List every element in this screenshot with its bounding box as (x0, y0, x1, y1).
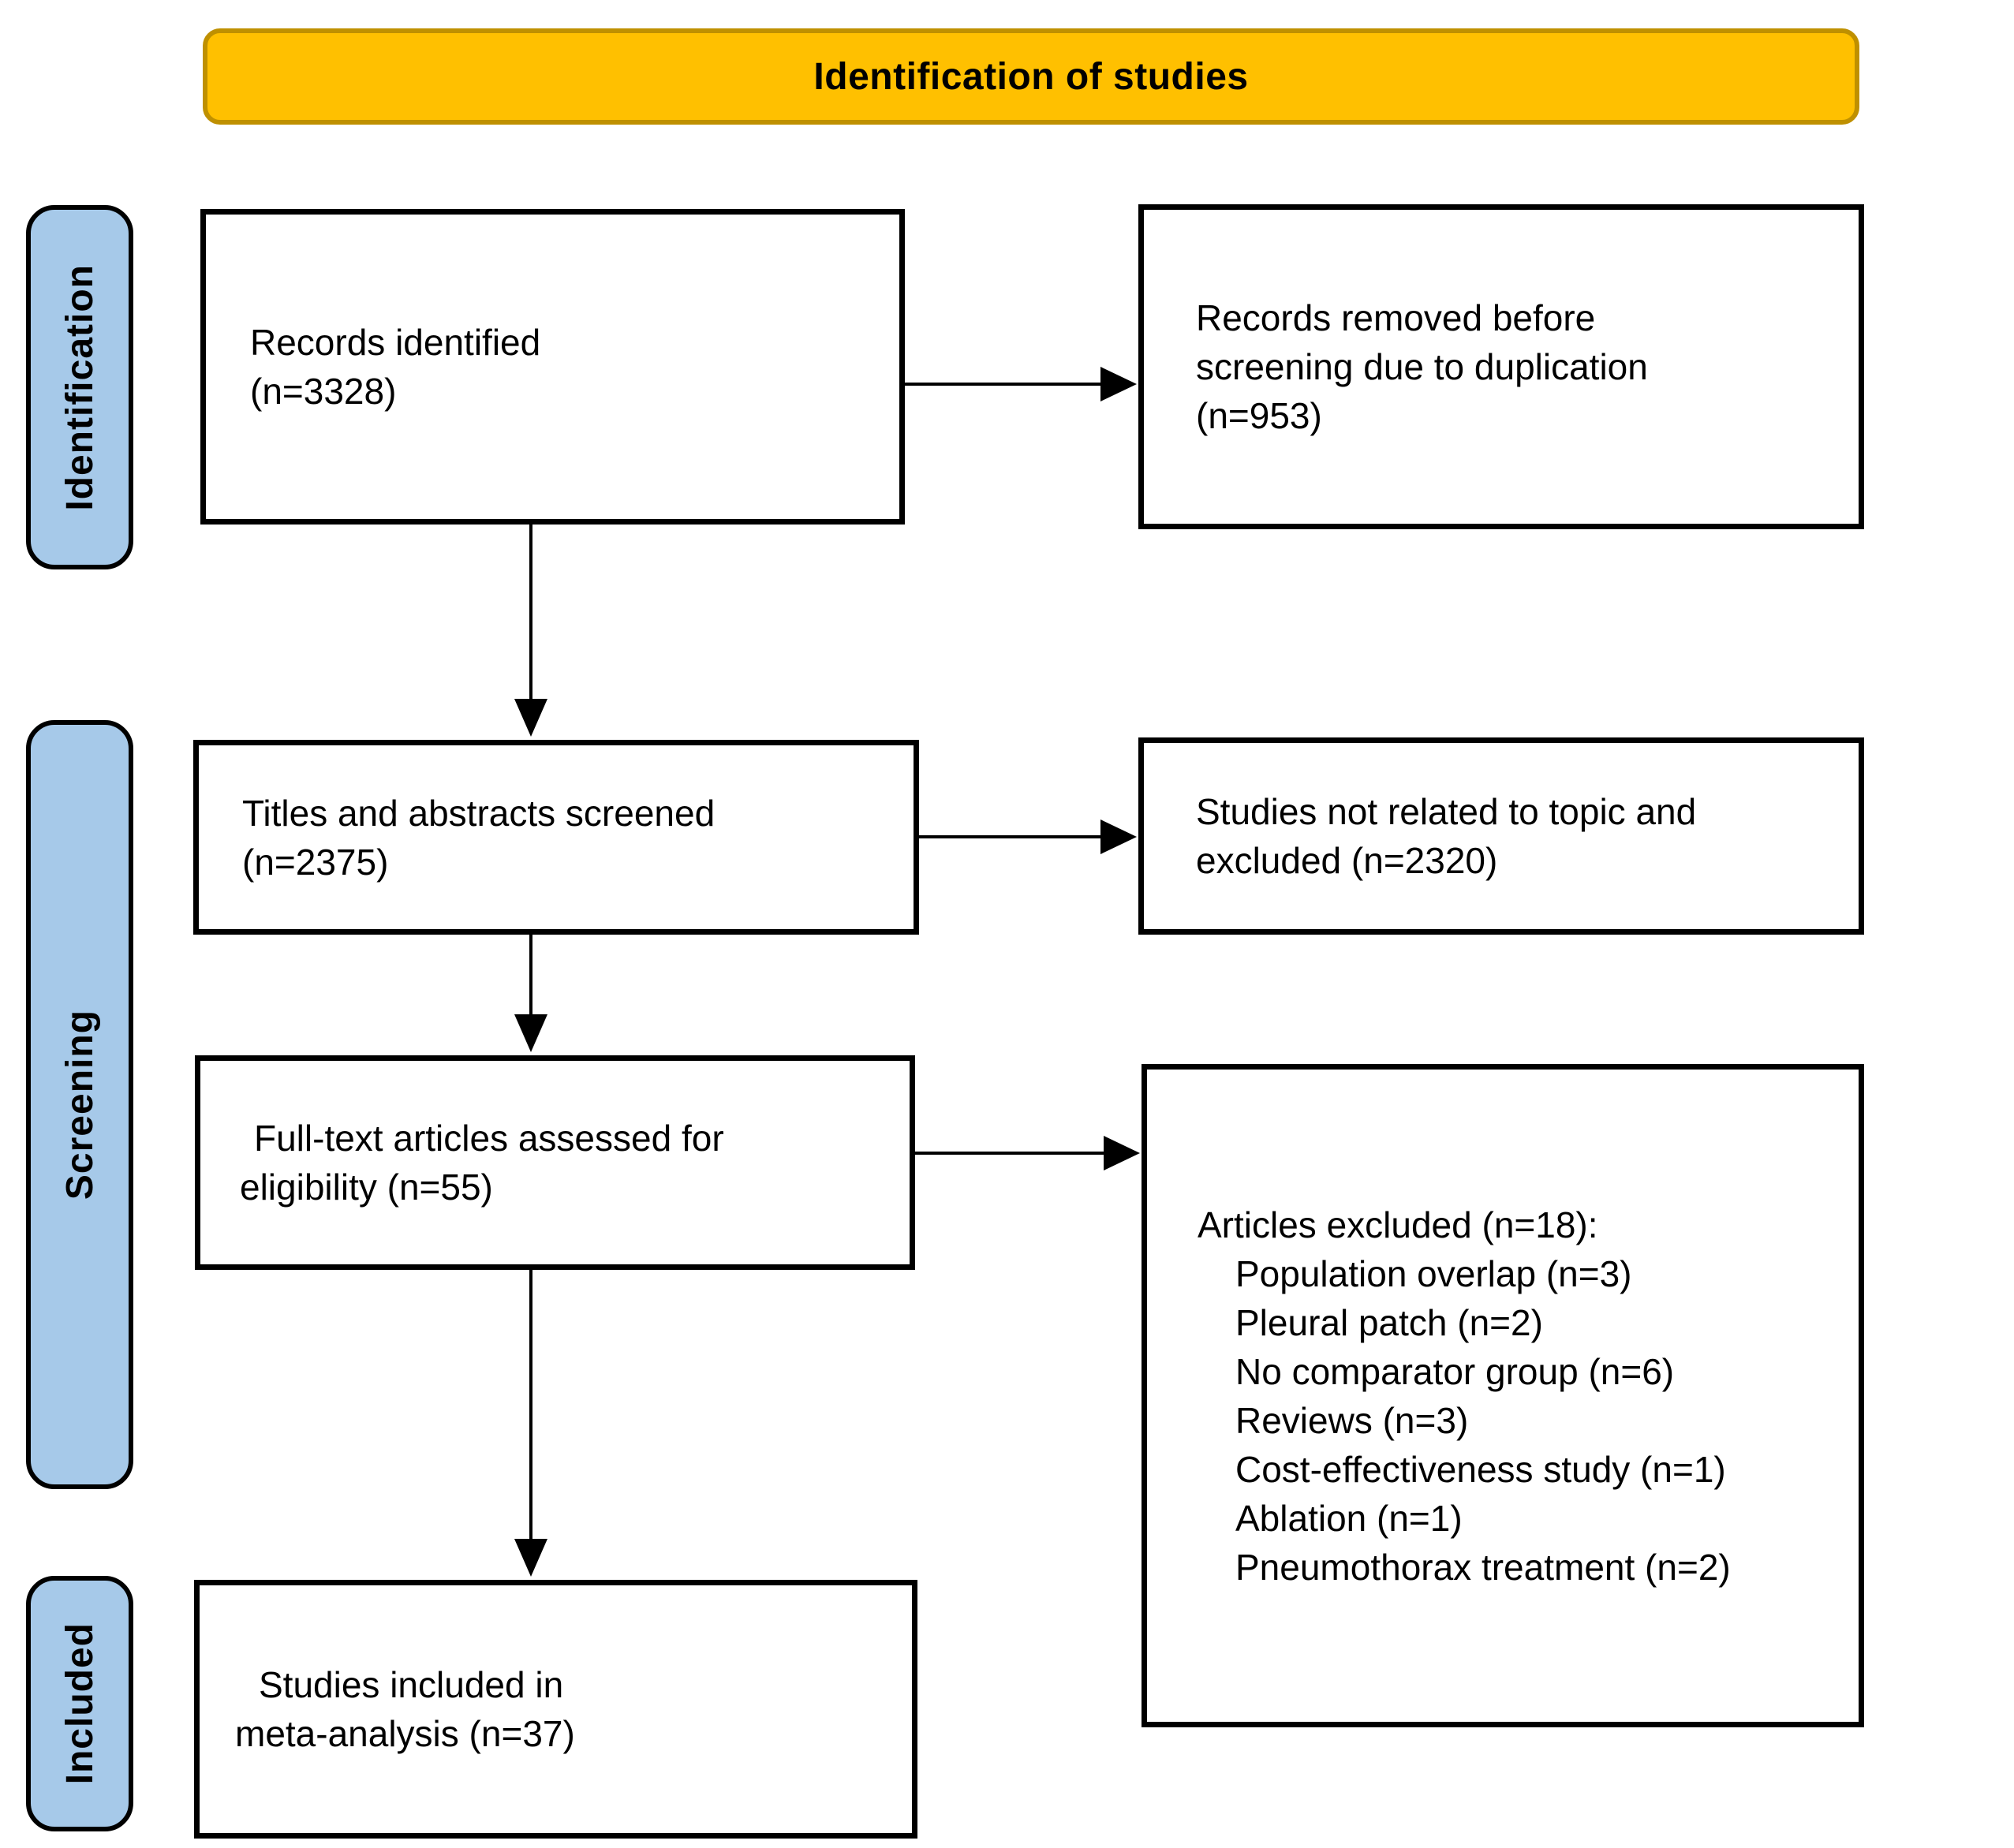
stage-label-included: Included (26, 1576, 133, 1831)
excluded-reason-item: Pleural patch (n=2) (1235, 1301, 1543, 1343)
arrowhead-down-icon (514, 1014, 547, 1052)
box-fulltext-assessed: Full-text articles assessed for eligibil… (195, 1055, 915, 1270)
box-fulltext-assessed-line2: eligibility (n=55) (240, 1167, 493, 1208)
excluded-reason-item: Population overlap (n=3) (1235, 1253, 1632, 1294)
box-studies-included-line1: Studies included in (259, 1664, 564, 1705)
stage-label-screening: Screening (26, 720, 133, 1489)
arrow-line (529, 1270, 532, 1540)
excluded-reason-item: Reviews (n=3) (1235, 1399, 1469, 1441)
box-studies-not-related-excluded: Studies not related to topic and exclude… (1138, 737, 1864, 935)
arrowhead-down-icon (514, 1539, 547, 1577)
box-records-removed-line1: Records removed before (1196, 297, 1596, 338)
box-titles-abstracts-screened-line1: Titles and abstracts screened (242, 792, 716, 834)
excluded-reason-item: Pneumothorax treatment (n=2) (1235, 1546, 1731, 1588)
arrow-line (919, 835, 1104, 838)
box-articles-excluded-header: Articles excluded (n=18): (1198, 1204, 1598, 1245)
title-banner: Identification of studies (203, 28, 1859, 125)
box-articles-excluded: Articles excluded (n=18): Population ove… (1142, 1064, 1864, 1727)
box-records-identified-line1: Records identified (250, 322, 541, 363)
box-studies-not-related-line2: excluded (n=2320) (1196, 840, 1498, 881)
box-studies-included-meta-analysis: Studies included in meta-analysis (n=37) (194, 1580, 917, 1839)
box-records-removed-line2: screening due to duplication (1196, 346, 1648, 387)
box-records-identified: Records identified (n=3328) (200, 209, 905, 525)
stage-label-included-text: Included (58, 1622, 101, 1785)
arrowhead-right-icon (1100, 367, 1137, 401)
arrowhead-right-icon (1100, 819, 1137, 854)
box-records-identified-line2: (n=3328) (250, 371, 397, 412)
stage-label-identification-text: Identification (58, 263, 101, 511)
excluded-reason-item: Ablation (n=1) (1235, 1497, 1463, 1539)
box-records-removed-line3: (n=953) (1196, 395, 1322, 436)
stage-label-identification: Identification (26, 205, 133, 569)
title-banner-label: Identification of studies (813, 55, 1249, 98)
box-fulltext-assessed-line1: Full-text articles assessed for (254, 1118, 724, 1159)
excluded-reason-item: No comparator group (n=6) (1235, 1350, 1675, 1392)
box-titles-abstracts-screened-line2: (n=2375) (242, 841, 389, 883)
arrowhead-down-icon (514, 699, 547, 737)
excluded-reason-item: Cost-effectiveness study (n=1) (1235, 1448, 1726, 1490)
arrow-line (529, 935, 532, 1016)
arrow-line (529, 523, 532, 702)
stage-label-screening-text: Screening (58, 1009, 101, 1200)
box-records-removed: Records removed before screening due to … (1138, 204, 1864, 529)
box-studies-included-line2: meta-analysis (n=37) (235, 1713, 575, 1754)
arrowhead-right-icon (1104, 1136, 1140, 1170)
arrow-line (905, 383, 1104, 386)
box-studies-not-related-line1: Studies not related to topic and (1196, 791, 1697, 832)
arrow-line (915, 1152, 1105, 1155)
box-titles-abstracts-screened: Titles and abstracts screened (n=2375) (193, 740, 919, 935)
